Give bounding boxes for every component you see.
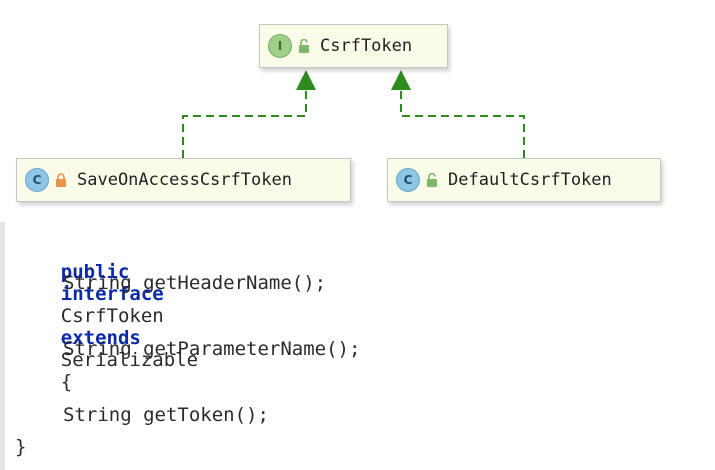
class-node-saveonaccesscsrftoken[interactable]: C SaveOnAccessCsrfToken (16, 158, 351, 202)
super-type: Serializable (60, 349, 199, 371)
diagram-connectors (182, 70, 525, 158)
interface-name: CsrfToken (320, 36, 413, 56)
class-name: DefaultCsrfToken (448, 170, 612, 190)
class-diagram: I CsrfToken C SaveOnAccessCsrfToken C De… (0, 0, 715, 215)
code-line-close-brace: } (15, 436, 27, 458)
class-kind-icon: C (25, 168, 49, 192)
code-line-declaration: public interface CsrfToken extends Seria… (15, 239, 198, 415)
keyword-interface: interface (60, 283, 164, 305)
implements-edge-saveonaccess (182, 88, 307, 158)
type-name: CsrfToken (60, 305, 164, 327)
code-line-method: String getToken(); (63, 404, 269, 426)
code-line-method: String getParameterName(); (63, 338, 361, 360)
implements-arrowhead-left (296, 70, 316, 90)
public-unlocked-icon (427, 173, 437, 187)
implements-arrowhead-right (391, 70, 411, 90)
implements-edge-default (400, 88, 525, 158)
open-brace: { (60, 371, 73, 393)
private-lock-icon (56, 173, 66, 187)
code-block: public interface CsrfToken extends Seria… (0, 222, 715, 470)
code-line-method: String getHeaderName(); (63, 272, 327, 294)
class-name: SaveOnAccessCsrfToken (77, 170, 292, 190)
public-unlocked-icon (299, 39, 309, 53)
class-kind-icon: C (396, 168, 420, 192)
keyword-extends: extends (60, 327, 141, 349)
class-node-defaultcsrftoken[interactable]: C DefaultCsrfToken (387, 158, 661, 202)
interface-node-csrftoken[interactable]: I CsrfToken (259, 24, 448, 68)
keyword-public: public (60, 261, 130, 283)
interface-kind-icon: I (268, 34, 292, 58)
